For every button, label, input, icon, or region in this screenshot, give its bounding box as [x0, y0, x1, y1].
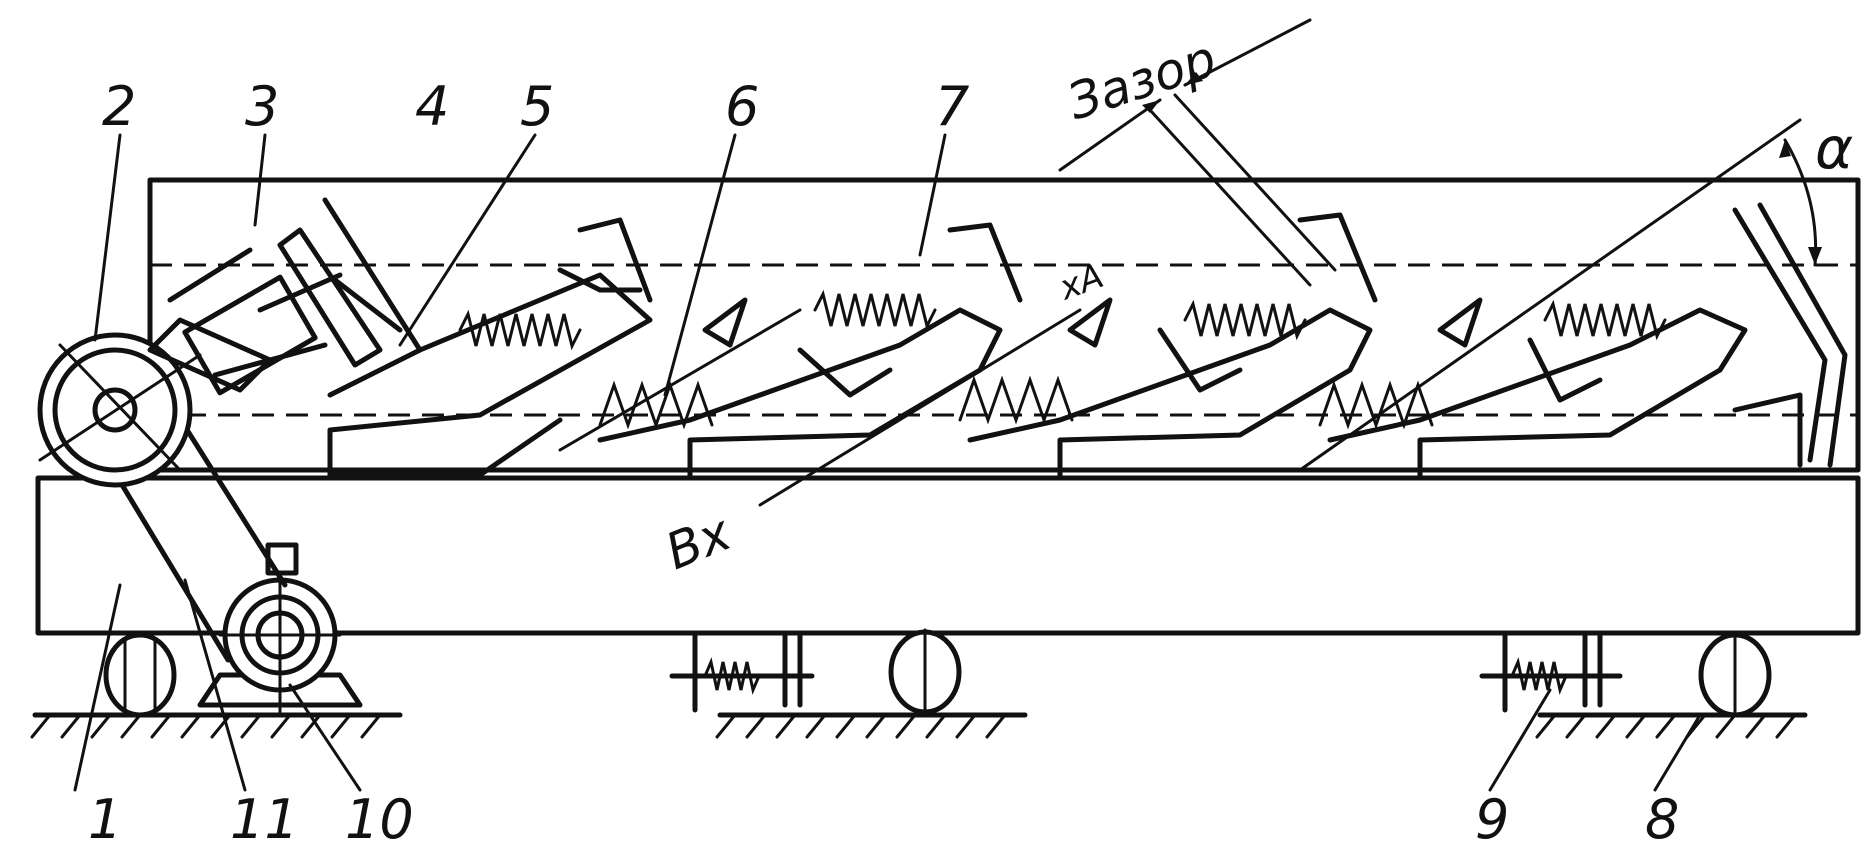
plate-springs [458, 289, 1667, 351]
drive-pulley [37, 332, 202, 488]
alpha-label: α [1815, 114, 1853, 182]
angle-alpha [1779, 138, 1822, 267]
leader-lines [73, 133, 1702, 792]
label-6: 6 [725, 75, 759, 138]
base-frame [35, 475, 1861, 636]
point-a-label: хА [1053, 256, 1108, 309]
label-2: 2 [102, 75, 136, 138]
label-11: 11 [230, 788, 299, 850]
label-10: 10 [345, 788, 414, 850]
gap-springs [598, 297, 1483, 430]
drive-motor [197, 542, 363, 717]
upper-housing [147, 177, 1861, 473]
bearing-unit [147, 247, 343, 396]
label-9: 9 [1475, 788, 1509, 850]
label-8: 8 [1645, 788, 1679, 850]
ground-right [1535, 712, 1808, 739]
vibrating-plates [277, 197, 1848, 481]
ground-middle [715, 712, 1028, 739]
label-4: 4 [415, 75, 449, 138]
gap-label: Зазор [1061, 29, 1223, 131]
label-1: 1 [88, 788, 122, 850]
gap-dimension [1058, 18, 1337, 287]
inlet-label: Вх [658, 503, 739, 581]
label-5: 5 [520, 75, 554, 138]
ground-left [30, 712, 403, 739]
label-7: 7 [935, 75, 969, 138]
base-spring-right [1479, 632, 1623, 713]
base-spring-middle [669, 632, 815, 713]
roller-supports [103, 628, 1772, 718]
label-3: 3 [245, 75, 279, 138]
flow-lines [558, 118, 1802, 507]
